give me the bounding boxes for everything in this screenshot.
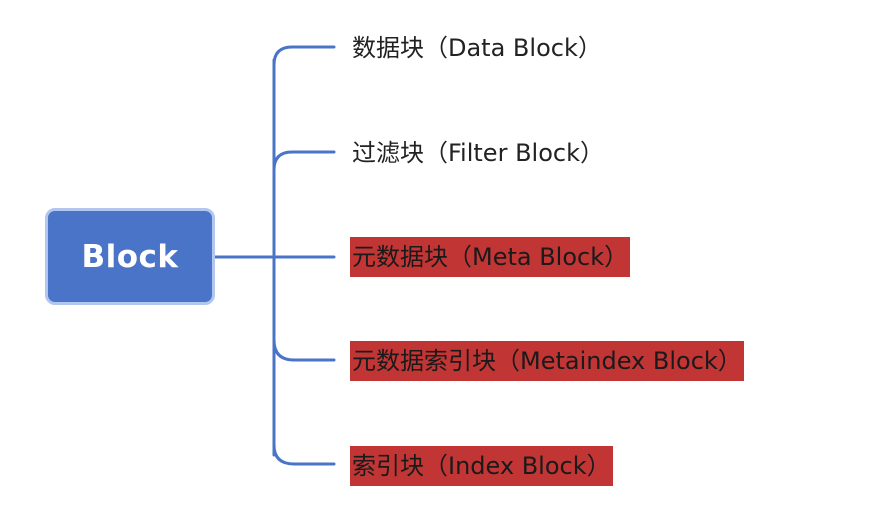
- branch-connector-4: [272, 443, 336, 466]
- branch-connector-3: [272, 338, 336, 362]
- root-node[interactable]: Block: [45, 208, 215, 305]
- branch-connector-0: [272, 45, 336, 67]
- branch-connector-1: [272, 150, 336, 172]
- branch-index-block[interactable]: 索引块（Index Block）: [350, 446, 613, 486]
- branch-data-block[interactable]: 数据块（Data Block）: [352, 34, 602, 62]
- branch-filter-block[interactable]: 过滤块（Filter Block）: [352, 139, 604, 167]
- branch-metaindex-block[interactable]: 元数据索引块（Metaindex Block）: [350, 341, 744, 381]
- branch-meta-block[interactable]: 元数据块（Meta Block）: [350, 237, 631, 277]
- root-label: Block: [81, 238, 179, 275]
